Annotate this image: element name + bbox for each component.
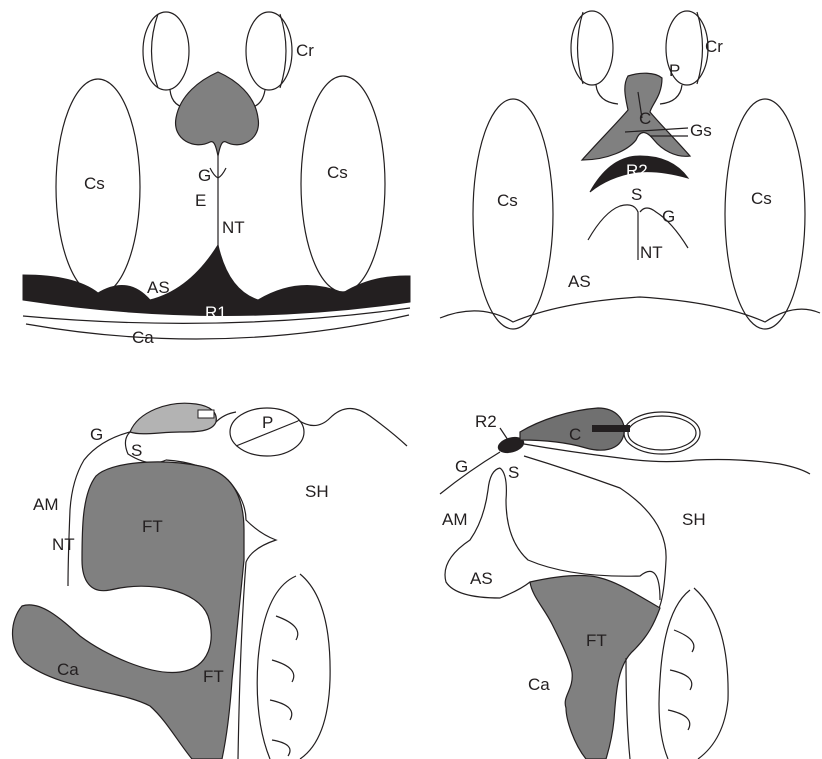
label-g: G bbox=[662, 207, 675, 226]
label-s: S bbox=[631, 185, 642, 204]
label-am: AM bbox=[33, 495, 59, 514]
label-ca: Ca bbox=[132, 328, 154, 347]
label-r2: R2 bbox=[626, 161, 648, 180]
label-cs-left: Cs bbox=[497, 191, 518, 210]
label-cr: Cr bbox=[296, 41, 314, 60]
cranial-vesicle-right bbox=[246, 12, 292, 90]
label-r2: R2 bbox=[475, 412, 497, 431]
label-sh: SH bbox=[305, 482, 329, 501]
label-s: S bbox=[131, 441, 142, 460]
double-ring-outer bbox=[624, 412, 700, 454]
label-am: AM bbox=[442, 510, 468, 529]
double-ring-inner bbox=[628, 416, 696, 450]
panel-top-left: Cr Cs Cs G E NT AS R1 Ca bbox=[23, 12, 410, 347]
label-s: S bbox=[508, 463, 519, 482]
label-g: G bbox=[198, 166, 211, 185]
label-c: C bbox=[569, 425, 581, 444]
label-ft-top: FT bbox=[142, 517, 163, 536]
light-gray-head bbox=[130, 403, 216, 434]
label-cs-right: Cs bbox=[327, 163, 348, 182]
label-g: G bbox=[90, 425, 103, 444]
label-e: E bbox=[195, 191, 206, 210]
label-cs-right: Cs bbox=[751, 189, 772, 208]
panel-top-right: P Cr C Gs R2 S G NT Cs Cs AS bbox=[440, 11, 820, 329]
label-ca: Ca bbox=[57, 660, 79, 679]
label-ft-bottom: FT bbox=[203, 667, 224, 686]
label-g: G bbox=[455, 457, 468, 476]
cs-left bbox=[473, 99, 553, 329]
cs-right bbox=[725, 99, 805, 329]
label-as: AS bbox=[147, 278, 170, 297]
label-p: P bbox=[262, 413, 273, 432]
label-as: AS bbox=[470, 569, 493, 588]
label-sh: SH bbox=[682, 510, 706, 529]
label-ft: FT bbox=[586, 631, 607, 650]
label-c: C bbox=[639, 109, 651, 128]
label-nt: NT bbox=[640, 243, 663, 262]
ft-gray-structure bbox=[530, 575, 660, 759]
central-gray-structure bbox=[176, 72, 259, 156]
label-gs: Gs bbox=[690, 121, 712, 140]
label-cs-left: Cs bbox=[84, 174, 105, 193]
cranial-vesicle-left bbox=[143, 12, 189, 90]
c-gs-gray-structure bbox=[582, 73, 690, 160]
cs-right bbox=[301, 76, 385, 292]
label-p: P bbox=[669, 61, 680, 80]
panel-bottom-left: P G S SH AM NT FT FT Ca bbox=[13, 403, 408, 759]
panel-bottom-right: R2 C G S SH AM AS FT Ca bbox=[440, 408, 810, 759]
label-ca: Ca bbox=[528, 675, 550, 694]
label-cr: Cr bbox=[705, 37, 723, 56]
label-as: AS bbox=[568, 272, 591, 291]
label-r1: R1 bbox=[205, 303, 227, 322]
label-nt: NT bbox=[222, 218, 245, 237]
label-nt: NT bbox=[52, 535, 75, 554]
